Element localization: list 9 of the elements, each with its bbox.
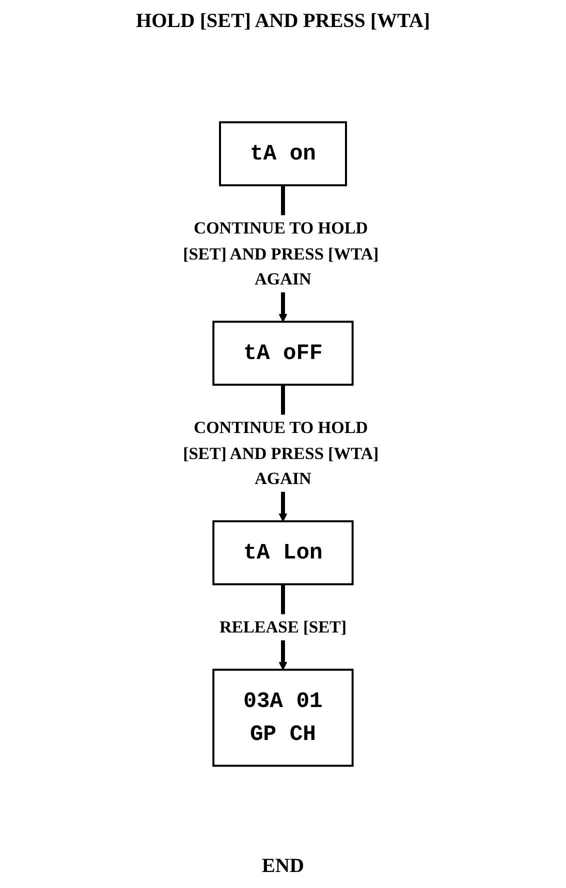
node-box: tA oFF: [212, 320, 354, 386]
node-box: 03A 01 GP CH: [212, 668, 354, 767]
instruction-text: HOLD [SET] AND PRESS [WTA]: [136, 10, 430, 33]
edge-label: RELEASE [SET]: [219, 617, 347, 636]
node-box: tA on: [219, 121, 347, 186]
node-box: tA Lon: [212, 520, 354, 586]
end-text: END: [262, 855, 304, 878]
edge-label: CONTINUE TO HOLD [SET] AND PRESS [WTA] AGAIN: [183, 218, 379, 288]
edge-label: CONTINUE TO HOLD [SET] AND PRESS [WTA] AGAIN: [183, 418, 379, 488]
